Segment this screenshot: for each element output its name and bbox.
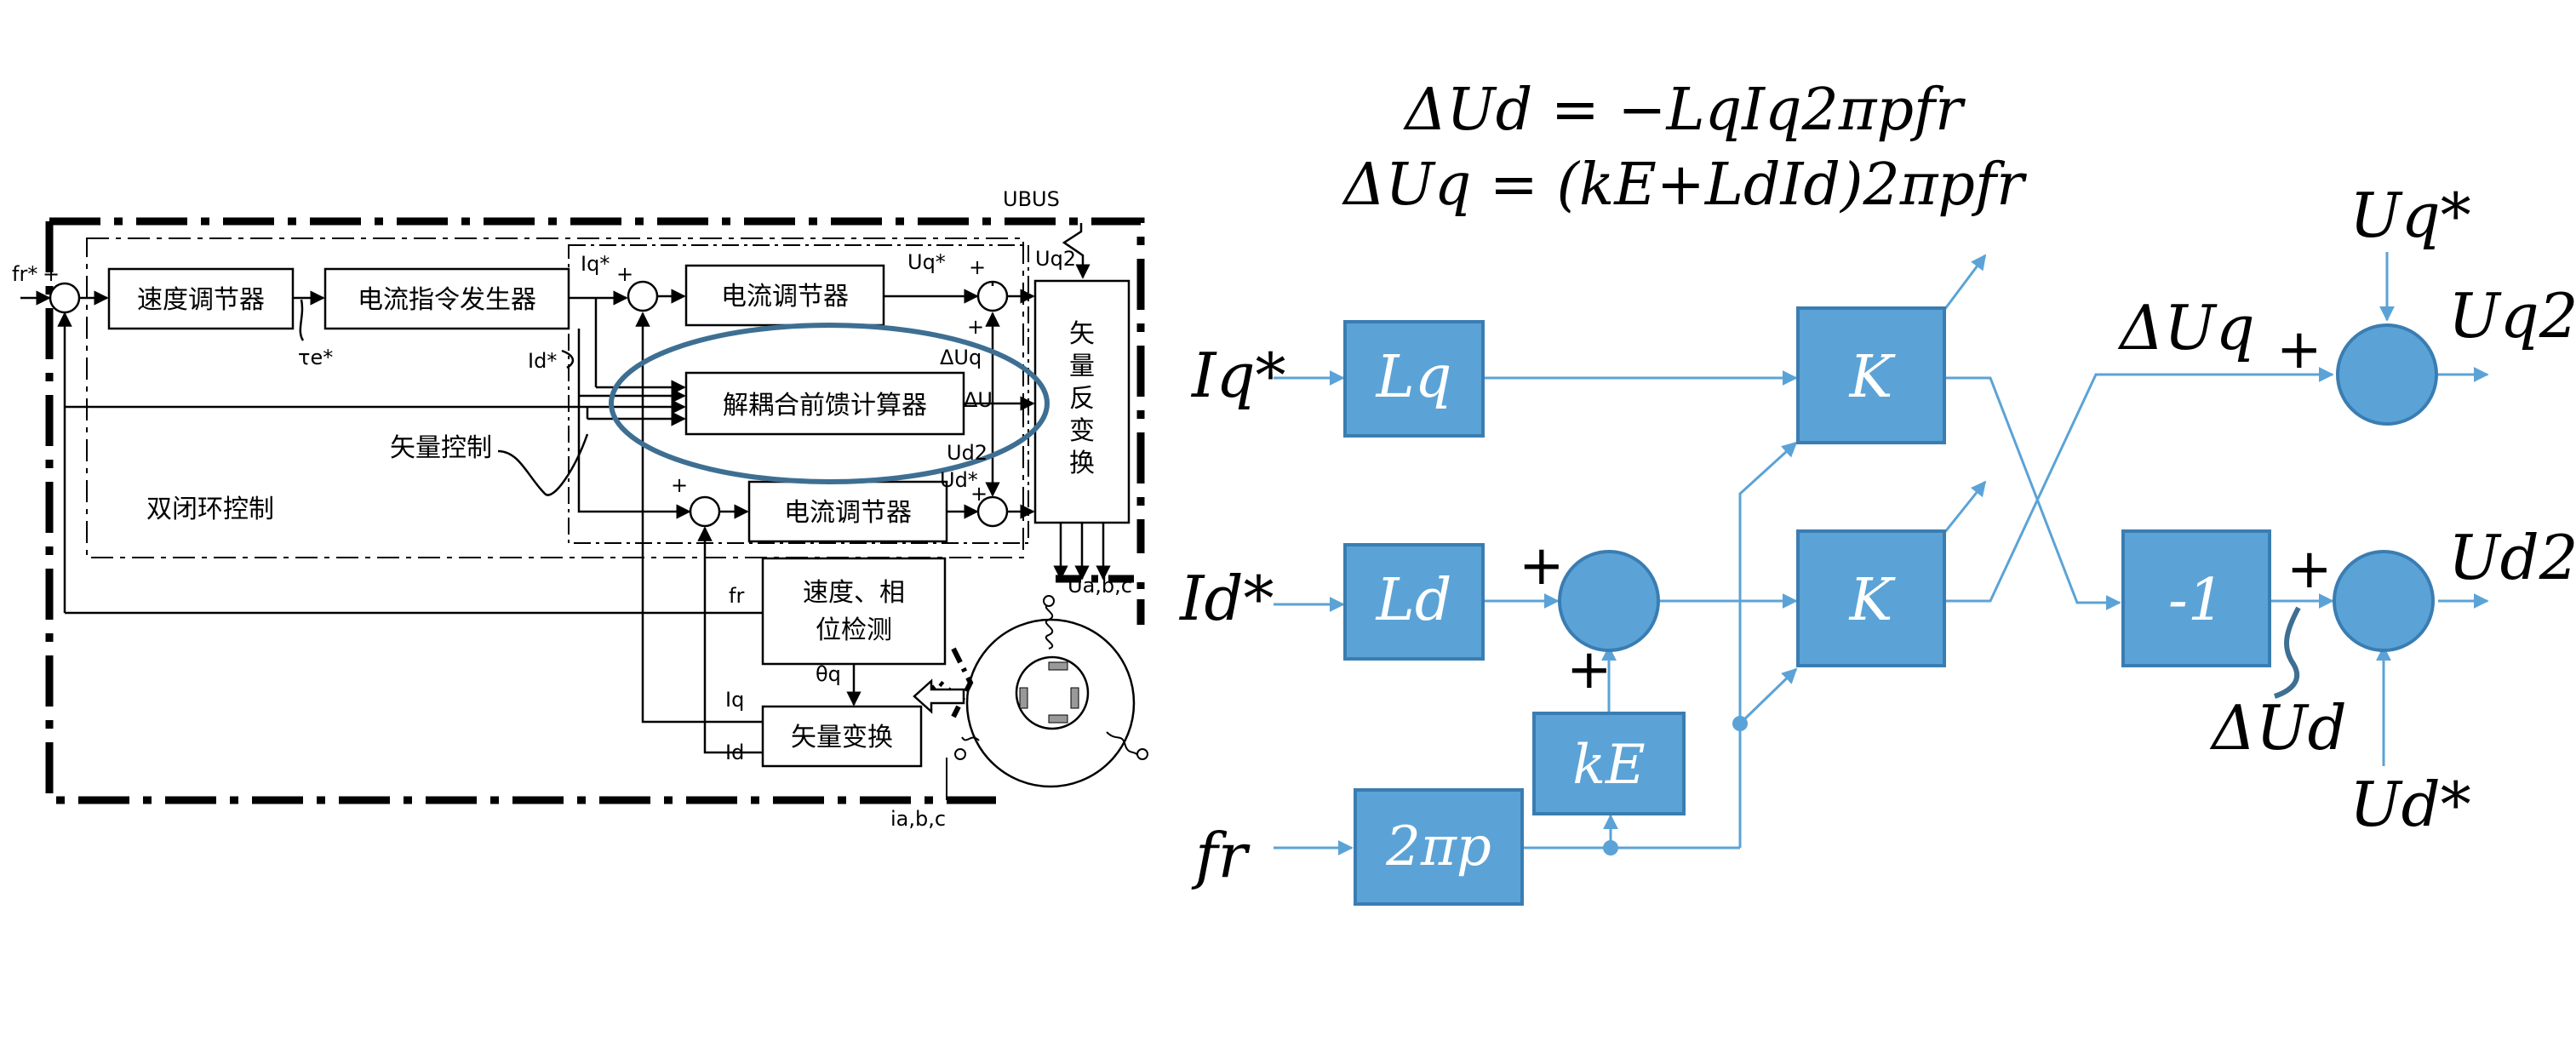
right-signal-labels: Iq* Id* fr ΔUq ΔUd Uq* Ud* Uq2* Ud2* + +… <box>1178 180 2576 891</box>
inverse-transform-char-2: 量 <box>1069 352 1095 381</box>
label-du: ΔU <box>964 388 993 412</box>
plus-sign: + <box>671 473 688 497</box>
right-block-labels: Lq Ld kE 2πp K K -1 <box>1375 344 2224 878</box>
label-theta-q: θq <box>816 662 841 686</box>
right-blocks <box>1343 306 2438 906</box>
current-command-label: 电流指令发生器 <box>358 285 536 315</box>
label-ubus: UBUS <box>1003 187 1060 211</box>
sum-speed <box>49 282 81 314</box>
block-2pip <box>1354 788 1524 906</box>
inverse-transform-char-1: 矢 <box>1069 319 1095 349</box>
input-id-star: Id* <box>1178 563 1274 634</box>
current-regulator-q-label: 电流调节器 <box>721 282 849 312</box>
dual-loop-label: 双闭环控制 <box>146 495 274 524</box>
label-fr-star: fr* <box>12 262 37 286</box>
block-neg-one <box>2121 529 2271 667</box>
current-regulator-q-block <box>684 264 885 327</box>
plus-sign: + <box>970 482 987 506</box>
junction-dot <box>1732 716 1748 731</box>
label-ud-star: Ud* <box>2350 769 2471 840</box>
label-ud-star: Ud* <box>940 468 978 492</box>
decoupling-highlight-ellipse <box>609 323 1050 484</box>
block-ld-label: Ld <box>1375 567 1452 634</box>
current-regulator-d-block <box>747 480 948 543</box>
input-iq-star: Iq* <box>1190 340 1286 411</box>
block-ke-label: kE <box>1572 734 1646 797</box>
sum-id <box>689 495 721 528</box>
sum-delta-ud-top <box>1558 550 1660 652</box>
vector-transform-block <box>761 705 923 768</box>
current-regulator-d-label: 电流调节器 <box>784 498 912 528</box>
left-block-diagram: 速度调节器 电流指令发生器 电流调节器 解耦合前馈计算器 电流调节器 矢 量 反… <box>12 187 1148 831</box>
label-id-star: Id* <box>528 349 557 373</box>
block-k-top <box>1796 306 1946 444</box>
right-block-diagram: ΔUd = −LqIq2πpfr ΔUq = (kE+LdId)2πpfr <box>1178 77 2576 906</box>
left-wires <box>20 223 1111 754</box>
left-labels: fr* τe* Iq* Id* Uq* Uq2 UBUS ΔUq ΔU Ud2 … <box>12 187 1132 831</box>
current-command-block <box>323 267 570 330</box>
outer-frame <box>45 217 1145 804</box>
sum-uq <box>976 280 1009 312</box>
plus-sign: + <box>1566 638 1612 701</box>
plus-sign: + <box>2287 538 2333 601</box>
sum-uq-output <box>2336 323 2438 426</box>
inverse-transform-char-5: 换 <box>1069 449 1095 478</box>
block-2pip-label: 2πp <box>1385 815 1491 878</box>
block-k-top-label: K <box>1848 344 1897 411</box>
label-uq-star: Uq* <box>2350 180 2471 251</box>
speed-regulator-label: 速度调节器 <box>137 285 265 315</box>
label-delta-ud: ΔUd <box>2209 692 2347 764</box>
sum-iq <box>627 280 659 312</box>
plus-sign: + <box>2276 318 2322 381</box>
vector-control-frame <box>568 244 1029 544</box>
motor-symbol <box>913 575 1148 800</box>
label-iabc: ia,b,c <box>890 807 946 831</box>
block-k-bottom-label: K <box>1848 567 1897 634</box>
label-uq-star: Uq* <box>907 250 946 274</box>
right-wires <box>1274 252 2489 855</box>
plus-sign: + <box>616 262 633 286</box>
label-duq: ΔUq <box>940 346 982 369</box>
speed-phase-detect-block <box>761 557 947 666</box>
plus-sign: + <box>969 255 986 279</box>
speed-regulator-block <box>107 267 295 330</box>
output-uq2-star: Uq2* <box>2448 280 2576 352</box>
vector-transform-label: 矢量变换 <box>791 723 893 752</box>
block-lq-label: Lq <box>1375 344 1452 411</box>
speed-phase-detect-line1: 速度、相 <box>803 578 905 608</box>
vector-control-label: 矢量控制 <box>390 433 492 463</box>
block-ld <box>1343 543 1485 661</box>
decoupling-label: 解耦合前馈计算器 <box>723 391 927 421</box>
equation-delta-uq: ΔUq = (kE+LdId)2πpfr <box>1341 152 2027 219</box>
input-fr: fr <box>1191 820 1251 891</box>
output-ud2-star: Ud2* <box>2448 522 2576 593</box>
block-k-bottom <box>1796 529 1946 667</box>
label-ud2: Ud2 <box>947 441 987 465</box>
inverse-transform-char-4: 变 <box>1069 416 1095 446</box>
junction-dot <box>1603 840 1618 855</box>
label-iq-star: Iq* <box>581 252 610 276</box>
label-te-star: τe* <box>298 346 333 369</box>
plus-sign: + <box>1519 535 1565 598</box>
plus-sign: + <box>43 262 60 286</box>
delta-ud-callout <box>2273 606 2301 699</box>
label-uabc: Ua,b,c <box>1068 574 1132 598</box>
label-id: Id <box>725 741 744 764</box>
block-lq <box>1343 320 1485 438</box>
plus-sign: + <box>967 315 984 339</box>
block-neg-one-label: -1 <box>2168 567 2224 634</box>
label-uq2: Uq2 <box>1035 247 1076 271</box>
label-iq: Iq <box>725 688 744 712</box>
inverse-transform-char-3: 反 <box>1069 384 1095 414</box>
speed-phase-detect-line2: 位检测 <box>816 615 892 645</box>
decoupling-block <box>684 371 965 436</box>
label-fr: fr <box>729 584 744 608</box>
equation-delta-ud: ΔUd = −LqIq2πpfr <box>1402 77 1966 144</box>
block-ke <box>1532 712 1686 815</box>
label-delta-uq: ΔUq <box>2117 292 2255 363</box>
sum-ud-output <box>2333 550 2435 652</box>
